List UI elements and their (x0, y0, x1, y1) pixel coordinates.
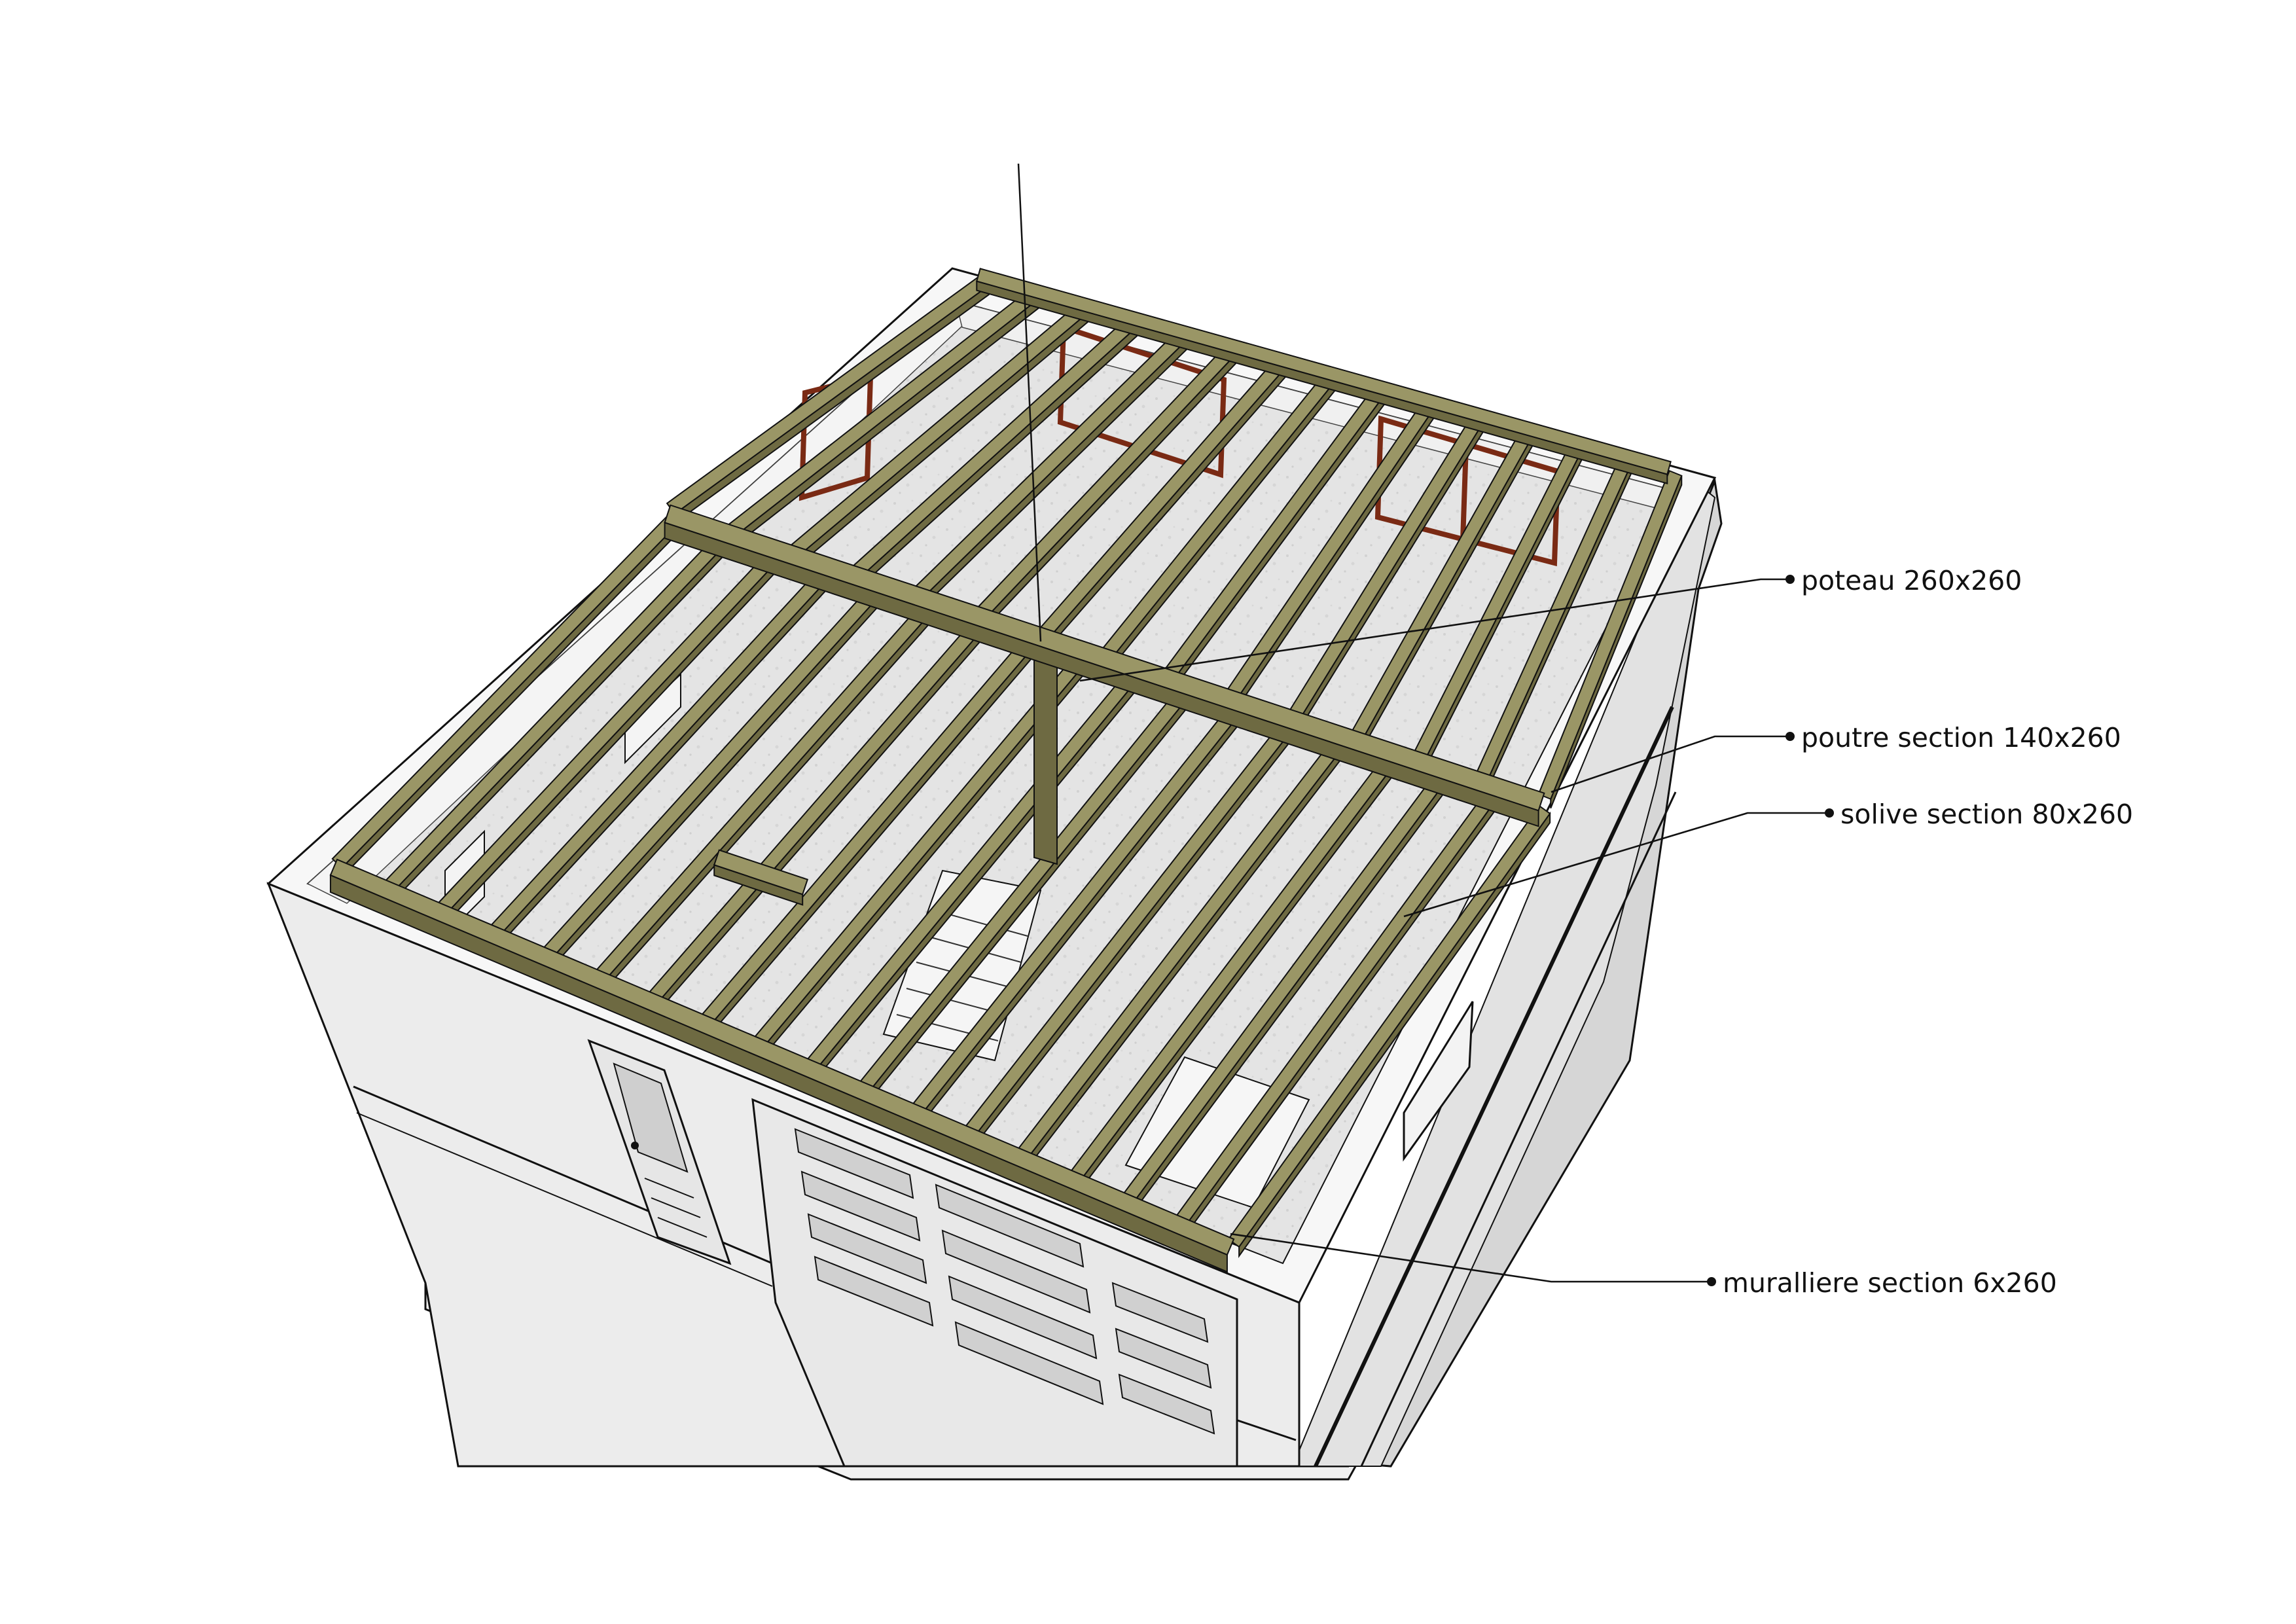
annotation-poutre-label: poutre section 140x260 (1801, 722, 2121, 753)
annotations: poteau 260x260 poutre section 140x260 so… (1079, 565, 2133, 1299)
garage-door (751, 1098, 1238, 1468)
framing (329, 268, 1683, 1273)
annotation-poutre: poutre section 140x260 (1551, 722, 2121, 793)
annotation-solive-label: solive section 80x260 (1840, 799, 2133, 830)
back-wall-plate (976, 268, 1672, 475)
front-door (587, 1039, 732, 1265)
vertical-axis-line (1017, 163, 1042, 642)
annotation-poteau-label: poteau 260x260 (1801, 565, 2022, 596)
joist-back-15 (1537, 469, 1683, 801)
annotation-poteau: poteau 260x260 (1079, 565, 2022, 682)
annotation-muralliere: muralliere section 6x260 (1230, 1233, 2057, 1299)
right-wall-window (1403, 1001, 1474, 1162)
front-wall-plate (329, 858, 1235, 1256)
stair-trimmer (713, 849, 809, 895)
post (1033, 657, 1058, 865)
annotation-solive: solive section 80x260 (1403, 799, 2133, 918)
joist-front-18 (1227, 804, 1551, 1248)
main-beam (664, 504, 1545, 812)
annotation-muralliere-label: muralliere section 6x260 (1723, 1267, 2057, 1299)
